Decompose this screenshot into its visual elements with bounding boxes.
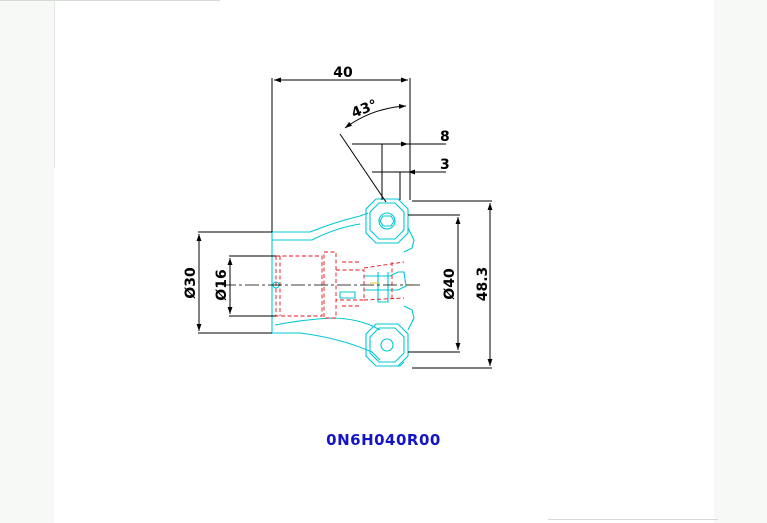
dim-dia-16-label: Ø16 bbox=[214, 269, 230, 300]
clamp-upper bbox=[403, 227, 415, 253]
dim-height-label: 48.3 bbox=[475, 267, 491, 302]
bottom-insert-screw bbox=[380, 338, 394, 352]
dimension-lines bbox=[196, 77, 493, 369]
side-port bbox=[339, 291, 356, 299]
drawing-sheet bbox=[54, 0, 714, 523]
clamp-lower bbox=[403, 305, 415, 331]
dim-dia-40-label: Ø40 bbox=[442, 268, 458, 300]
top-insert-screw bbox=[378, 212, 396, 230]
bottom-insert-inner bbox=[369, 327, 405, 363]
top-insert bbox=[365, 198, 409, 244]
sheet-edge-top bbox=[0, 0, 220, 1]
channel-hidden-2 bbox=[342, 261, 360, 307]
top-insert-hex bbox=[379, 215, 395, 227]
upper-contour bbox=[272, 212, 369, 233]
lower-contour-inner bbox=[274, 317, 381, 331]
dim-width-label: 40 bbox=[333, 65, 353, 81]
sheet-edge-bottom bbox=[548, 519, 718, 520]
part-outline bbox=[271, 198, 415, 367]
dim-angle-label: 43° bbox=[349, 97, 380, 122]
bore-hidden bbox=[275, 255, 323, 317]
sheet-edge-left bbox=[54, 0, 55, 168]
top-insert-inner bbox=[369, 202, 405, 240]
bottom-insert-base bbox=[380, 361, 405, 367]
dim-offset-8-label: 8 bbox=[440, 129, 450, 145]
passage-hidden-lower bbox=[363, 297, 405, 301]
coolant-nozzle bbox=[364, 271, 407, 291]
upper-contour-inner bbox=[272, 223, 361, 241]
dim-dia-30-label: Ø30 bbox=[183, 267, 199, 299]
coolant-stem bbox=[377, 272, 389, 303]
dim-offset-3-label: 3 bbox=[440, 157, 450, 173]
bottom-insert bbox=[365, 323, 409, 367]
hidden-lines bbox=[275, 251, 405, 319]
part-code-label: 0N6H040R00 bbox=[326, 431, 441, 449]
lower-contour bbox=[272, 332, 381, 361]
passage-hidden-upper bbox=[363, 261, 405, 269]
